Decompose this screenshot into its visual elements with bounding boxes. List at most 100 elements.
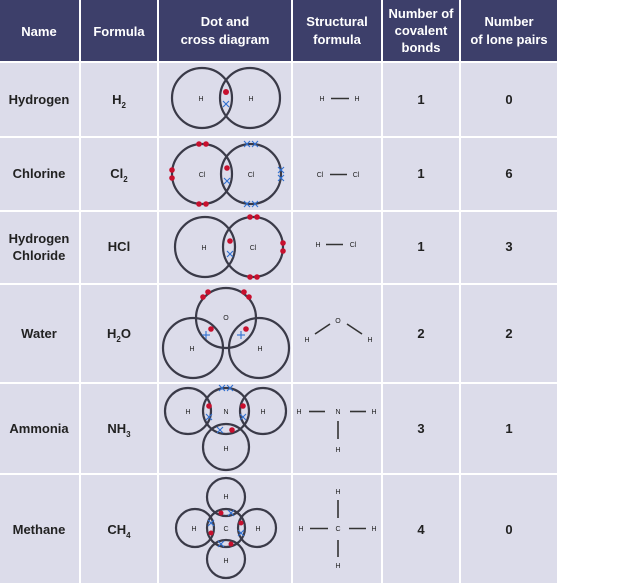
header-covalent-line1: Number of	[389, 6, 455, 21]
atom-label: H	[198, 96, 203, 103]
lone-pairs-value: 0	[505, 522, 512, 537]
row-name: Chlorine	[13, 166, 66, 181]
dot-cross-diagram: H Cl	[173, 214, 286, 280]
row-formula: HCl	[108, 239, 130, 254]
row-water: Water H2O O H H O H H 2 2	[0, 285, 557, 382]
row-name: Water	[21, 326, 57, 341]
row-ammonia: Ammonia NH3 N H H H H N H H	[0, 384, 557, 473]
header-cell-covalent	[383, 0, 459, 61]
covalent-bonds-value: 3	[417, 421, 424, 436]
header-cell-structural	[293, 0, 381, 61]
atom-shell	[218, 66, 282, 130]
header-cell-dot-cross	[159, 0, 291, 61]
structural-formula: H H	[319, 96, 359, 103]
row-chlorine: Chlorine Cl2 Cl Cl Cl Cl 1 6	[0, 138, 557, 210]
struct-atom: N	[335, 409, 340, 416]
covalent-bonds-value: 1	[417, 92, 424, 107]
header-covalent-line3: bonds	[402, 40, 441, 55]
structural-formula: H Cl	[315, 242, 356, 249]
covalent-bonds-value: 2	[417, 326, 424, 341]
header-dot-cross-line1: Dot and	[201, 14, 249, 29]
struct-atom: C	[335, 526, 340, 533]
dot-cross-diagram: Cl Cl	[169, 140, 285, 208]
atom-label: Cl	[199, 172, 206, 179]
header-cell-lone-pairs	[461, 0, 557, 61]
row-formula: Cl2	[110, 166, 128, 184]
structural-formula: Cl Cl	[317, 172, 360, 179]
struct-atom: H	[296, 409, 301, 416]
atom-label: Cl	[248, 172, 255, 179]
atom-label: N	[223, 409, 228, 416]
struct-atom: H	[319, 96, 324, 103]
atom-label: H	[248, 96, 253, 103]
lone-pairs-value: 3	[505, 239, 512, 254]
structural-formula: O H H	[304, 318, 372, 344]
structural-formula: H H C H H	[298, 489, 376, 570]
struct-atom: Cl	[317, 172, 324, 179]
struct-atom: H	[335, 447, 340, 454]
atom-label: Cl	[250, 245, 257, 252]
row-name: Ammonia	[9, 421, 69, 436]
row-name: Chloride	[13, 248, 66, 263]
struct-atom: Cl	[350, 242, 357, 249]
struct-atom: H	[371, 526, 376, 533]
covalent-bonds-value: 1	[417, 166, 424, 181]
row-methane: Methane CH4 C H H H H H H C H H	[0, 475, 557, 583]
row-formula: H2	[112, 92, 126, 110]
atom-shell	[170, 66, 234, 130]
atom-label: C	[223, 526, 228, 533]
header-formula: Formula	[93, 24, 145, 39]
struct-atom: H	[315, 242, 320, 249]
header-name: Name	[21, 24, 56, 39]
covalent-bonds-value: 1	[417, 239, 424, 254]
atom-label: O	[223, 315, 229, 322]
header-cell-formula	[81, 0, 157, 61]
row-formula: CH4	[107, 522, 131, 540]
row-name: Hydrogen	[9, 92, 70, 107]
header-structural-line1: Structural	[306, 14, 367, 29]
struct-atom: Cl	[353, 172, 360, 179]
dot-cross-diagram: N H H H	[163, 384, 288, 472]
struct-atom: H	[371, 409, 376, 416]
row-hydrogen-chloride: Hydrogen Chloride HCl H Cl H Cl 1 3	[0, 212, 557, 283]
structural-formula: H N H H	[296, 409, 376, 454]
struct-atom: H	[354, 96, 359, 103]
lone-pairs-value: 1	[505, 421, 512, 436]
electron-dot	[223, 89, 229, 95]
lone-pairs-value: 0	[505, 92, 512, 107]
atom-label: H	[257, 346, 262, 353]
header-covalent-line2: covalent	[395, 23, 448, 38]
atom-shell	[170, 142, 234, 206]
struct-atom: H	[304, 337, 309, 344]
atom-label: H	[223, 446, 228, 453]
dot-cross-diagram: H H	[170, 66, 282, 130]
struct-atom: H	[298, 526, 303, 533]
header-lone-line2: of lone pairs	[470, 32, 547, 47]
atom-label: H	[191, 526, 196, 533]
atom-label: H	[201, 245, 206, 252]
struct-atom: O	[335, 318, 341, 325]
atom-label: H	[185, 409, 190, 416]
row-formula: NH3	[107, 421, 131, 439]
atom-label: H	[223, 494, 228, 501]
atom-label: H	[260, 409, 265, 416]
lone-pairs-value: 6	[505, 166, 512, 181]
covalent-bonds-value: 4	[417, 522, 425, 537]
header-structural-line2: formula	[313, 32, 361, 47]
header-dot-cross-line2: cross diagram	[181, 32, 270, 47]
struct-atom: H	[335, 489, 340, 496]
struct-atom: H	[335, 563, 340, 570]
dot-cross-diagram: C H H H H	[174, 476, 278, 580]
struct-atom: H	[367, 337, 372, 344]
atom-label: H	[189, 346, 194, 353]
row-name: Methane	[13, 522, 66, 537]
row-name: Hydrogen	[9, 231, 70, 246]
header-row: Name Formula Dot and cross diagram Struc…	[0, 0, 557, 61]
atom-shell	[219, 142, 283, 206]
row-hydrogen: Hydrogen H2 H H H H 1 0	[0, 63, 557, 136]
atom-label: H	[255, 526, 260, 533]
header-lone-line1: Number	[484, 14, 533, 29]
header-cell-name	[0, 0, 79, 61]
atom-label: H	[223, 558, 228, 565]
